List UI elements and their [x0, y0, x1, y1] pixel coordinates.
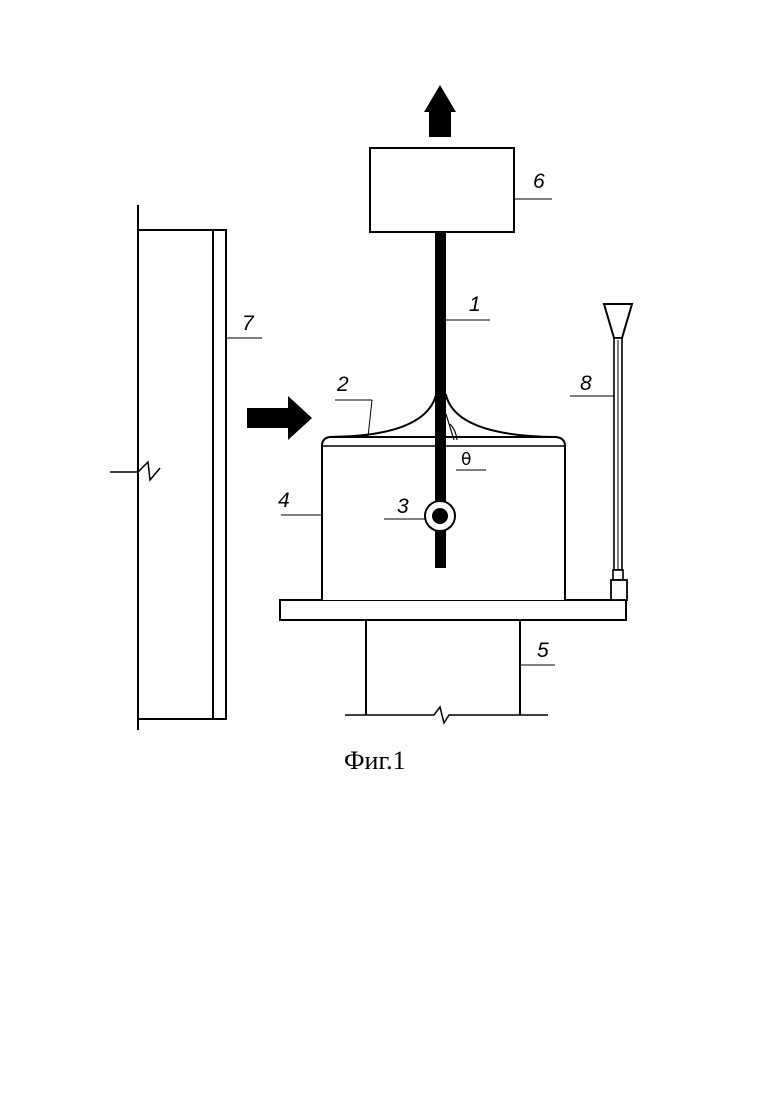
label-upper-block: 6: [533, 170, 545, 193]
up-arrow: [424, 85, 456, 137]
nozzle: [604, 304, 632, 600]
label-probe-rod: 1: [469, 293, 481, 316]
support-pedestal: [280, 600, 626, 723]
figure-caption: Фиг.1: [344, 746, 406, 775]
label-meniscus: 2: [336, 373, 349, 396]
wall-element: [110, 205, 226, 730]
label-wall: 7: [242, 312, 255, 335]
inclusion: [425, 501, 455, 531]
label-contact-angle: θ: [461, 450, 471, 470]
label-nozzle: 8: [580, 372, 592, 395]
side-arrow: [247, 396, 312, 440]
label-support: 5: [537, 639, 549, 662]
upper-block: [370, 148, 514, 232]
label-inclusion: 3: [397, 495, 409, 518]
label-vessel: 4: [278, 489, 290, 512]
